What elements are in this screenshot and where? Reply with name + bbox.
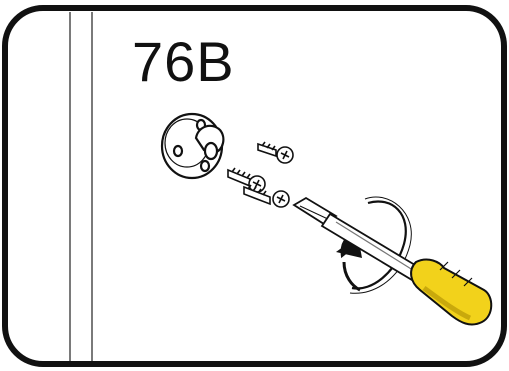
- wall-edge: [69, 12, 93, 361]
- screwdriver-icon: [292, 196, 493, 326]
- screw-icon: [257, 141, 294, 164]
- screw-icon: [227, 167, 266, 193]
- bracket-icon: [160, 112, 225, 180]
- step-number: 76B: [132, 30, 235, 93]
- screw-icon: [243, 184, 290, 208]
